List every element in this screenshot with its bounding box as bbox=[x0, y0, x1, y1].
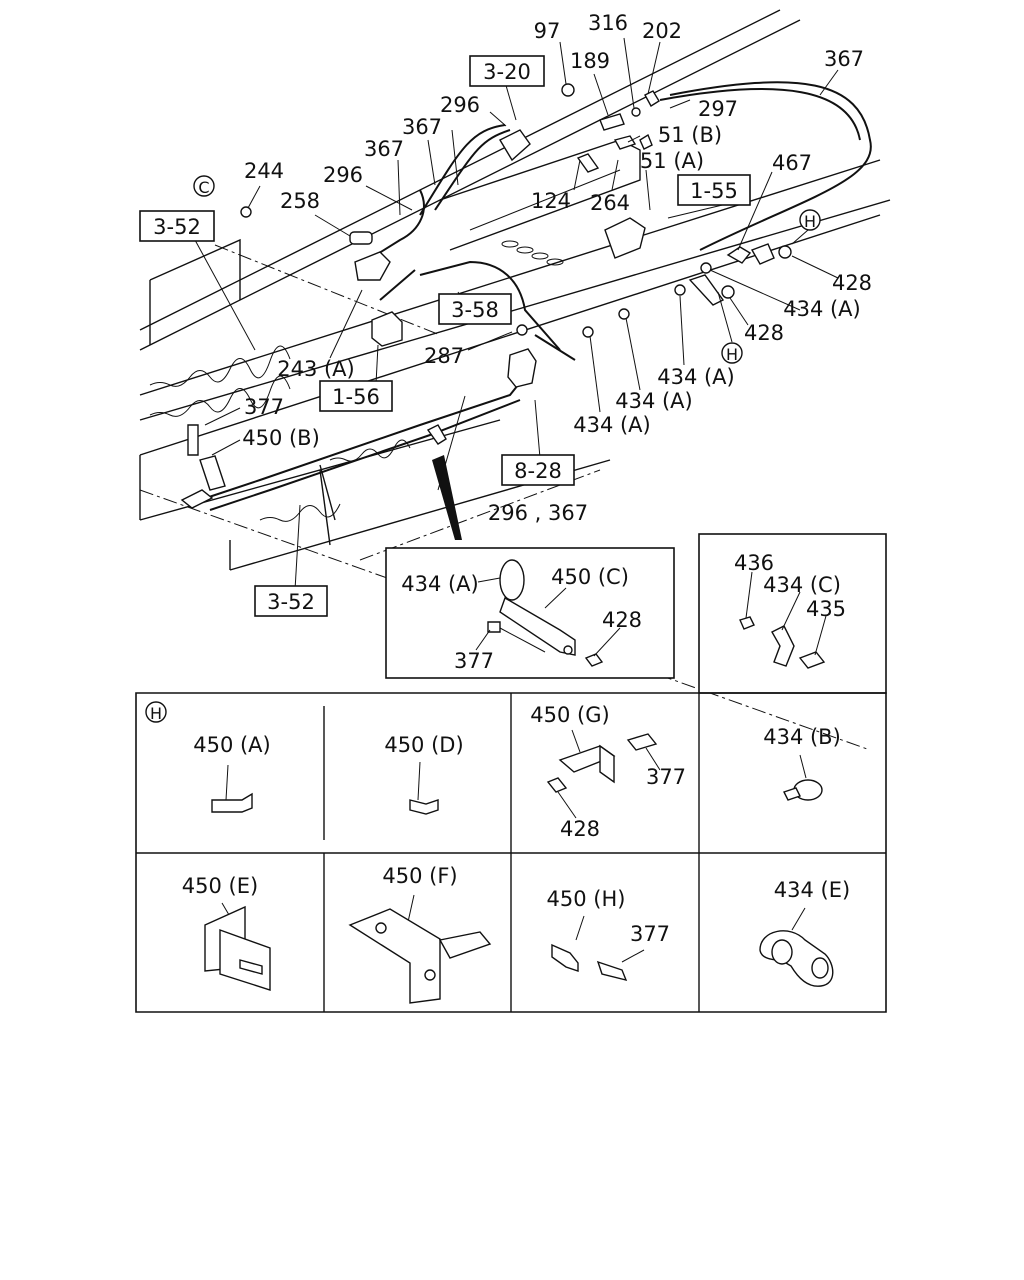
panel-450e-label: 450 (E) bbox=[182, 874, 258, 898]
ref-1-56: 1-56 bbox=[332, 385, 380, 409]
callout-189: 189 bbox=[570, 49, 610, 73]
callout-367-right: 367 bbox=[824, 47, 864, 71]
detail-450c: 450 (C) bbox=[551, 565, 629, 589]
callout-297: 297 bbox=[698, 97, 738, 121]
detail-450c-box: 434 (A) 450 (C) 428 377 bbox=[385, 547, 675, 679]
detail-428: 428 bbox=[602, 608, 642, 632]
callout-428-right: 428 bbox=[832, 271, 872, 295]
panels-grid: H 450 (A) 450 (D) 450 (G) 377 428 434 (B… bbox=[135, 692, 887, 1013]
ref-3-52-bottom: 3-52 bbox=[267, 590, 315, 614]
callout-434a-2: 434 (A) bbox=[615, 389, 693, 413]
callout-264: 264 bbox=[590, 191, 630, 215]
circle-marker-c: C bbox=[198, 178, 209, 197]
callout-243a: 243 (A) bbox=[277, 357, 355, 381]
panel-434b-label: 434 (B) bbox=[763, 725, 841, 749]
circle-marker-h-mid: H bbox=[726, 345, 738, 364]
panel-h-marker: H bbox=[150, 704, 162, 723]
callout-296-mid: 296 bbox=[323, 163, 363, 187]
panel-450g-377: 377 bbox=[646, 765, 686, 789]
main-view: 3-20 3-52 3-58 1-55 1-56 8-28 3-52 C H H… bbox=[139, 9, 891, 751]
ref-3-52-top: 3-52 bbox=[153, 215, 201, 239]
callout-51a: 51 (A) bbox=[640, 149, 704, 173]
callout-316: 316 bbox=[588, 11, 628, 35]
detail-434a: 434 (A) bbox=[401, 572, 479, 596]
panel-h-450a: 450 (A) bbox=[193, 733, 271, 757]
panel-450g-428: 428 bbox=[560, 817, 600, 841]
callout-367-upper: 367 bbox=[402, 115, 442, 139]
callout-434a-right: 434 (A) bbox=[783, 297, 861, 321]
ref-8-28: 8-28 bbox=[514, 459, 562, 483]
callout-296-top: 296 bbox=[440, 93, 480, 117]
callout-377: 377 bbox=[244, 395, 284, 419]
callout-434a-1: 434 (A) bbox=[657, 365, 735, 389]
panel-450h-377: 377 bbox=[630, 922, 670, 946]
callout-202: 202 bbox=[642, 19, 682, 43]
ref-1-55: 1-55 bbox=[690, 179, 738, 203]
panel-434c-436: 436 bbox=[734, 551, 774, 575]
ref-3-20: 3-20 bbox=[483, 60, 531, 84]
callout-296-367: 296 , 367 bbox=[488, 501, 588, 525]
callout-287: 287 bbox=[424, 344, 464, 368]
callout-367-mid: 367 bbox=[364, 137, 404, 161]
circle-marker-h-top: H bbox=[804, 212, 816, 231]
callout-450b: 450 (B) bbox=[242, 426, 320, 450]
panel-450h-label: 450 (H) bbox=[547, 887, 626, 911]
callout-97: 97 bbox=[534, 19, 561, 43]
panel-h-450d: 450 (D) bbox=[384, 733, 463, 757]
panel-450g-label: 450 (G) bbox=[530, 703, 609, 727]
detail-377: 377 bbox=[454, 649, 494, 673]
panel-450f-label: 450 (F) bbox=[382, 864, 457, 888]
panel-434e-label: 434 (E) bbox=[774, 878, 850, 902]
panel-434c: 436 434 (C) 435 bbox=[698, 533, 887, 694]
panel-434c-434c: 434 (C) bbox=[763, 573, 841, 597]
callout-467: 467 bbox=[772, 151, 812, 175]
callout-434a-3: 434 (A) bbox=[573, 413, 651, 437]
callout-428-mid: 428 bbox=[744, 321, 784, 345]
callout-51b: 51 (B) bbox=[658, 123, 722, 147]
callout-258: 258 bbox=[280, 189, 320, 213]
callout-124: 124 bbox=[531, 189, 571, 213]
ref-3-58: 3-58 bbox=[451, 298, 499, 322]
callout-244: 244 bbox=[244, 159, 284, 183]
panel-434c-435: 435 bbox=[806, 597, 846, 621]
